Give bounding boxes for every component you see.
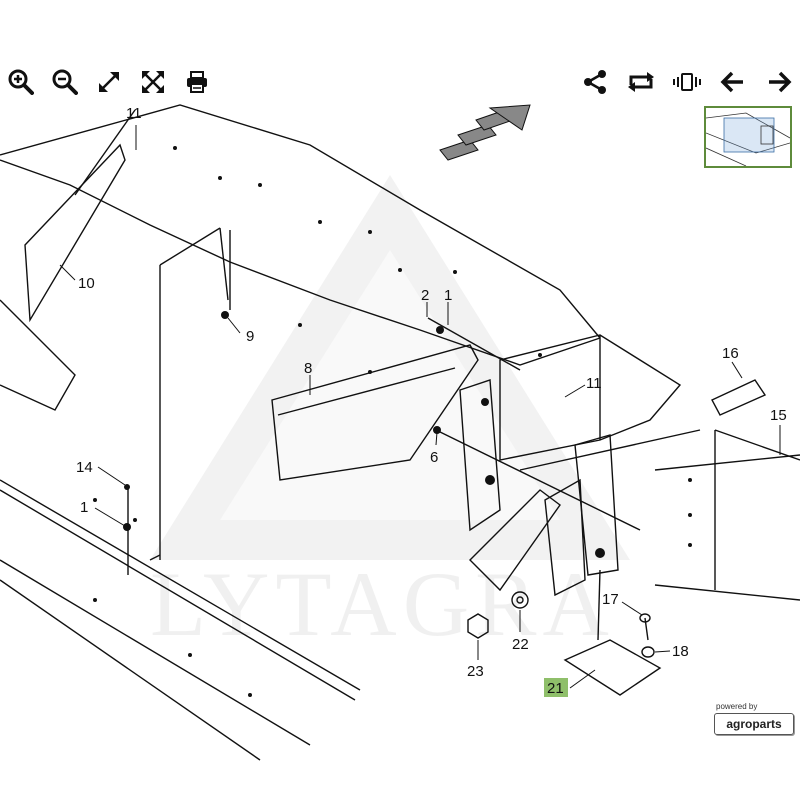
callout-10[interactable]: 10 xyxy=(78,275,95,292)
callout-21[interactable]: 21 xyxy=(547,680,564,697)
overview-thumbnail[interactable] xyxy=(704,106,792,168)
callout-11-top[interactable]: 11 xyxy=(126,105,142,122)
callout-1-lower[interactable]: 1 xyxy=(80,499,88,516)
leader-lines xyxy=(59,125,781,689)
fullscreen-button[interactable] xyxy=(134,63,172,101)
callout-22[interactable]: 22 xyxy=(512,636,529,653)
callout-11-middle[interactable]: 11 xyxy=(586,375,602,392)
fit-diagonal-icon xyxy=(99,72,119,92)
share-button[interactable] xyxy=(576,63,614,101)
callout-6[interactable]: 6 xyxy=(430,449,438,466)
print-button[interactable] xyxy=(178,63,216,101)
next-button[interactable] xyxy=(760,63,798,101)
fasteners xyxy=(467,591,655,658)
rotate-icon xyxy=(628,72,654,92)
frame-lines xyxy=(0,104,800,761)
callout-21-highlight xyxy=(544,678,568,697)
callout-23[interactable]: 23 xyxy=(467,663,484,680)
print-icon xyxy=(187,71,207,93)
powered-by-caption: powered by xyxy=(716,702,758,711)
share-icon xyxy=(584,70,606,94)
fit-diagonal-button[interactable] xyxy=(90,63,128,101)
zoom-out-button[interactable] xyxy=(46,63,84,101)
zoom-out-icon xyxy=(52,69,78,95)
callout-18[interactable]: 18 xyxy=(672,643,689,660)
arrow-left-icon xyxy=(720,71,743,93)
callout-14[interactable]: 14 xyxy=(76,459,93,476)
thumbnail-preview xyxy=(705,108,791,167)
callout-15[interactable]: 15 xyxy=(770,407,787,424)
viewer-toolbar-right xyxy=(576,62,798,102)
agroparts-logo: agroparts xyxy=(714,713,794,735)
previous-button[interactable] xyxy=(714,63,752,101)
rotate-button[interactable] xyxy=(622,63,660,101)
arrow-right-icon xyxy=(769,71,792,93)
direction-arrow xyxy=(439,104,531,161)
callout-9[interactable]: 9 xyxy=(246,328,254,345)
callouts[interactable]: 11 10 9 2 1 8 11 16 15 6 14 1 17 18 22 2… xyxy=(76,105,787,697)
watermark-text: LYTAGRA xyxy=(150,553,615,655)
zoom-in-button[interactable] xyxy=(2,63,40,101)
zoom-in-icon xyxy=(8,69,34,95)
powered-by-badge[interactable]: powered by agroparts xyxy=(714,702,798,742)
callout-17[interactable]: 17 xyxy=(602,591,619,608)
viewer-toolbar-left xyxy=(0,62,216,102)
vibrate-button[interactable] xyxy=(668,63,706,101)
vibrate-icon xyxy=(673,73,701,91)
callout-16[interactable]: 16 xyxy=(722,345,739,362)
callout-8[interactable]: 8 xyxy=(304,360,312,377)
holes xyxy=(93,146,692,697)
callout-1-upper[interactable]: 1 xyxy=(444,287,452,304)
fullscreen-icon xyxy=(142,71,164,93)
callout-2[interactable]: 2 xyxy=(421,287,429,304)
